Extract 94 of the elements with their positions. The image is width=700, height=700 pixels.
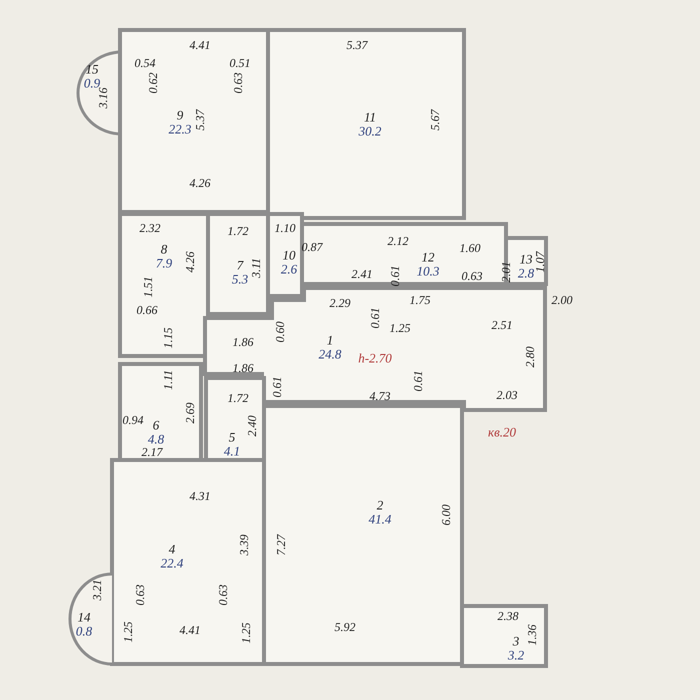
dimension-label: 1.75 — [410, 294, 430, 306]
dimension-label: 2.32 — [140, 222, 160, 234]
dimension-label: 5.67 — [429, 110, 441, 130]
room-area: 7.9 — [156, 256, 172, 270]
dimension-label: 1.15 — [162, 328, 174, 348]
dimension-label: 1.72 — [228, 225, 248, 237]
dimension-label: 0.66 — [136, 304, 158, 316]
room-area: 0.8 — [76, 624, 92, 638]
dimension-label: 0.63 — [462, 270, 482, 282]
dimension-label: 2.29 — [330, 297, 350, 309]
dimension-label: 5.92 — [334, 621, 356, 633]
dimension-label: 2.69 — [184, 402, 196, 424]
room-area: 4.1 — [224, 444, 240, 458]
room-number: 2 — [376, 498, 384, 512]
dimension-label: 4.41 — [180, 624, 200, 636]
room-number: 7 — [236, 258, 244, 272]
dimension-label: 0.62 — [147, 72, 159, 94]
room-number: 12 — [422, 250, 434, 264]
dimension-label: 4.73 — [370, 390, 390, 402]
dimension-label: 2.12 — [388, 235, 408, 247]
room-number: 15 — [86, 62, 98, 76]
room-area: 30.2 — [358, 124, 382, 138]
dimension-label: 5.37 — [194, 110, 206, 130]
dimension-label: 0.63 — [134, 584, 146, 606]
room-number: 5 — [228, 430, 236, 444]
dimension-label: 0.61 — [369, 308, 381, 328]
dimension-label: 0.87 — [302, 241, 322, 253]
room-area: 10.3 — [416, 264, 440, 278]
dimension-label: 2.03 — [496, 389, 518, 401]
room-area: 22.4 — [160, 556, 184, 570]
room-area: 4.8 — [148, 432, 164, 446]
dimension-label: 1.25 — [240, 622, 252, 644]
dimension-label: 3.11 — [250, 258, 262, 278]
dimension-label: 1.72 — [228, 392, 248, 404]
dimension-label: 4.41 — [190, 39, 210, 51]
dimension-label: 3.21 — [91, 580, 103, 600]
room-number: 13 — [520, 252, 532, 266]
dimension-label: 1.86 — [232, 336, 254, 348]
dimension-label: 0.61 — [271, 376, 283, 398]
dimension-label: 0.61 — [389, 266, 401, 286]
dimension-label: 0.54 — [134, 57, 156, 69]
dimension-label: 0.63 — [217, 584, 229, 606]
room-number: 3 — [512, 634, 520, 648]
dimension-label: 0.51 — [230, 57, 250, 69]
room-number: 4 — [168, 542, 176, 556]
room-number: 10 — [282, 248, 296, 262]
dimension-label: 4.31 — [190, 490, 210, 502]
dimension-label: 3.39 — [238, 534, 250, 556]
dimension-label: 2.40 — [246, 416, 258, 436]
dimension-label: 2.80 — [524, 346, 536, 368]
dimension-label: 0.60 — [274, 322, 286, 342]
room-number: 8 — [160, 242, 168, 256]
room-area: 0.9 — [84, 76, 100, 90]
room-number: 1 — [326, 333, 334, 347]
room — [460, 604, 548, 668]
dimension-label: 1.25 — [390, 322, 410, 334]
room-area: 2.6 — [280, 262, 298, 276]
dimension-label: 2.00 — [552, 294, 572, 306]
room-area: 22.3 — [168, 122, 192, 136]
dimension-label: 1.36 — [526, 624, 538, 646]
dimension-label: 4.26 — [184, 252, 196, 272]
dimension-label: 2.17 — [142, 446, 162, 458]
room-number: 9 — [176, 108, 184, 122]
dimension-label: 1.86 — [232, 362, 254, 374]
room-number: 11 — [364, 110, 376, 124]
room-number: 6 — [152, 418, 160, 432]
dimension-label: 4.26 — [190, 177, 210, 189]
dimension-label: 6.00 — [440, 504, 452, 526]
room-area: 3.2 — [508, 648, 524, 662]
dimension-label: 1.25 — [122, 622, 134, 642]
dimension-label: 1.60 — [460, 242, 480, 254]
dimension-label: 5.37 — [346, 39, 368, 51]
room-area: 5.3 — [232, 272, 248, 286]
room — [205, 288, 545, 412]
dimension-label: 1.10 — [274, 222, 296, 234]
dimension-label: 2.01 — [500, 262, 512, 282]
balcony — [70, 574, 112, 664]
dimension-label: 7.27 — [275, 534, 287, 556]
dimension-label: 0.61 — [412, 370, 424, 392]
plan-note: h-2.70 — [358, 352, 392, 364]
dimension-label: 2.38 — [498, 610, 518, 622]
dimension-label: 1.51 — [142, 276, 154, 298]
plan-note: кв.20 — [488, 426, 516, 438]
dimension-label: 3.16 — [97, 88, 109, 108]
dimension-label: 0.94 — [122, 414, 144, 426]
room-number: 14 — [78, 610, 90, 624]
room-area: 41.4 — [368, 512, 392, 526]
room-area: 24.8 — [318, 347, 342, 361]
dimension-label: 2.51 — [492, 319, 512, 331]
dimension-label: 1.11 — [162, 370, 174, 390]
room-area: 2.8 — [518, 266, 534, 280]
dimension-label: 0.63 — [232, 72, 244, 94]
dimension-label: 2.41 — [352, 268, 372, 280]
dimension-label: 1.07 — [534, 252, 546, 272]
